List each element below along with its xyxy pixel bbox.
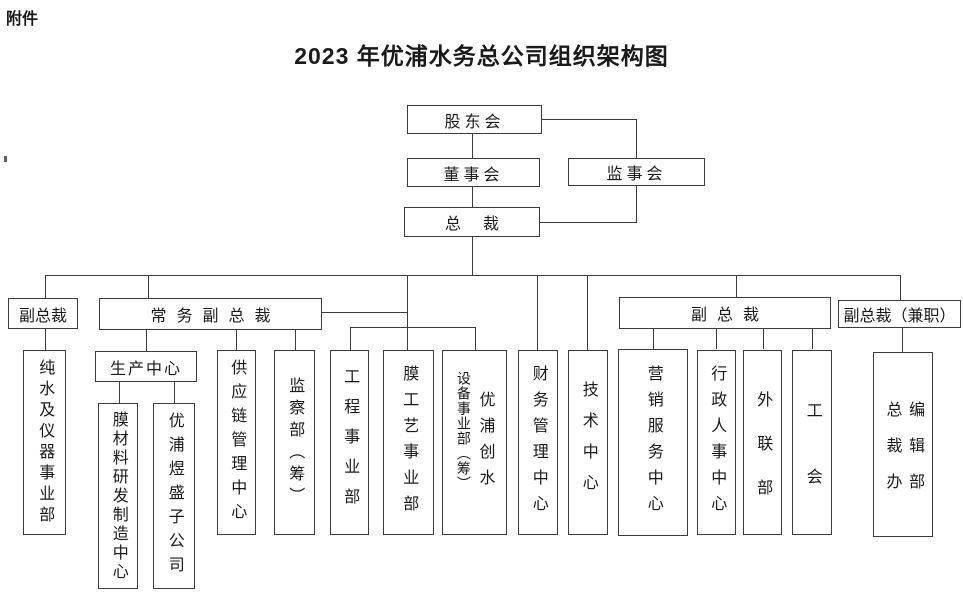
node-external-relations: 外联部 [743,350,782,535]
attachment-label: 附件 [6,11,39,28]
connector-vpparttime-office [902,328,903,352]
connector-president-mainline [472,237,473,276]
connector-vpright-external [763,329,764,349]
node-president-office-label-right: 编辑部 [906,400,924,509]
node-equipment-dept-label-left: 设备事业部（筹） [455,370,472,491]
node-membrane-rd: 膜材料研发制造中心 [98,403,138,589]
node-supervisory: 监事会 [568,158,705,186]
node-finance-label: 财务管理中心 [529,364,547,521]
connector-production-yusheng [174,382,175,403]
node-technology-label: 技术中心 [579,380,597,505]
node-hr-admin-label: 行政人事中心 [708,364,726,521]
connector-board-president [472,187,473,207]
connector-shareholders-board [472,134,473,158]
connector-drop-membrane-process [407,276,408,350]
node-vp-parttime-label: 副总裁（兼职） [843,308,956,325]
node-equipment-dept: 设备事业部（筹） 优浦创水 [442,350,507,535]
node-president: 总裁 [404,207,540,237]
node-finance: 财务管理中心 [518,350,558,535]
connector-drop-equipment [475,327,476,350]
node-hr-admin: 行政人事中心 [697,350,736,535]
node-membrane-rd-label: 膜材料研发制造中心 [109,410,127,582]
connector-vpright-union [812,329,813,349]
node-supervision-dept: 监察部（筹） [274,350,315,535]
node-vp-parttime: 副总裁（兼职） [838,300,961,328]
connector-supervisory-president-v [636,186,637,223]
node-yupu-yusheng: 优浦煜盛子公司 [153,403,195,589]
connector-evp-supervision [295,330,296,350]
connector-vpright-marketing [653,329,654,349]
connector-drop-vp-left [45,276,46,298]
node-vp-left: 副总裁 [8,298,78,329]
node-labor-union: 工会 [792,350,832,535]
node-pure-water-label: 纯水及仪器事业部 [36,358,54,527]
node-production-center-label: 生产中心 [109,360,182,378]
node-supply-chain-label: 供应链管理中心 [228,358,246,527]
node-supervision-dept-label: 监察部（筹） [286,376,304,509]
connector-shareholders-supervisory-h [542,119,637,120]
node-technology: 技术中心 [568,350,608,535]
connector-vpright-hradmin [716,329,717,349]
connector-drop-finance [537,276,538,350]
connector-drop-technology [587,276,588,350]
connector-drop-vp-right [736,276,737,297]
connector-shareholders-supervisory-v [636,119,637,158]
connector-evp-production [146,330,147,351]
connector-vpleft-purewater [45,329,46,350]
node-supervisory-label: 监事会 [606,166,667,183]
connector-mainline [45,275,901,276]
node-production-center: 生产中心 [95,351,197,382]
node-president-office: 总裁办 编辑部 [873,352,933,537]
stray-mark [4,156,7,162]
node-labor-union-label: 工会 [803,401,821,534]
node-president-label: 总裁 [444,216,521,233]
node-shareholders-label: 股东会 [444,113,505,131]
connector-sub-elbow [350,327,476,328]
connector-evp-supplychain [236,330,237,350]
node-yupu-yusheng-label: 优浦煜盛子公司 [165,412,183,580]
node-marketing: 营销服务中心 [618,349,688,536]
page-title: 2023 年优浦水务总公司组织架构图 [294,43,669,69]
connector-drop-evp [148,276,149,298]
node-external-relations-label: 外联部 [754,390,772,523]
node-president-office-label-left: 总裁办 [883,400,901,509]
node-evp-label: 常务副总裁 [150,308,281,325]
node-engineering-label: 工程事业部 [341,367,359,518]
node-board: 董事会 [407,158,540,187]
connector-evp-right-arm [322,312,408,313]
node-membrane-process: 膜工艺事业部 [383,350,434,535]
node-marketing-label: 营销服务中心 [644,364,662,521]
node-evp: 常务副总裁 [99,298,322,330]
connector-drop-vp-parttime [900,276,901,300]
connector-drop-engineering [350,327,351,350]
node-equipment-dept-label-right: 优浦创水 [476,390,494,495]
node-vp-right: 副总裁 [619,297,831,329]
node-pure-water: 纯水及仪器事业部 [23,350,66,535]
node-supply-chain: 供应链管理中心 [217,350,256,535]
node-vp-right-label: 副总裁 [690,307,769,324]
connector-production-membrane-rd [119,382,120,403]
node-board-label: 董事会 [443,166,504,184]
node-shareholders: 股东会 [407,105,542,134]
node-engineering: 工程事业部 [330,350,369,535]
connector-supervisory-president-h [540,222,637,223]
node-membrane-process-label: 膜工艺事业部 [400,364,418,521]
node-vp-left-label: 副总裁 [18,307,67,325]
